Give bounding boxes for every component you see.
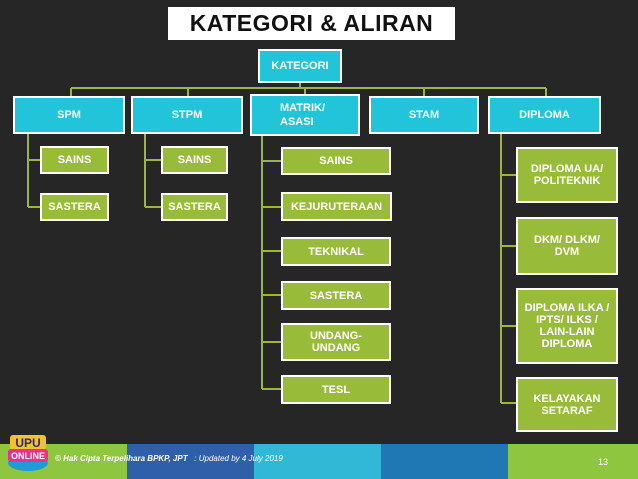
stpm-sains: SAINS: [161, 146, 228, 174]
upu-online-logo: UPU ONLINE: [6, 433, 50, 473]
diploma-ilka-ipts-ilks: DIPLOMA ILKA / IPTS/ ILKS / LAIN-LAIN DI…: [516, 288, 618, 364]
logo-text-upu: UPU: [15, 436, 40, 450]
category-stam: STAM: [369, 96, 479, 134]
diploma-kelayakan-setaraf: KELAYAKAN SETARAF: [516, 377, 618, 432]
category-diploma: DIPLOMA: [488, 96, 601, 134]
spm-sains: SAINS: [40, 146, 109, 174]
stpm-sastera: SASTERA: [161, 193, 228, 221]
connector-lines: [27, 83, 547, 404]
category-matrik-asasi: MATRIK/ ASASI: [250, 94, 360, 136]
matrik-tesl: TESL: [281, 375, 391, 404]
diploma-ua-politeknik: DIPLOMA UA/ POLITEKNIK: [516, 147, 618, 203]
category-stpm: STPM: [131, 96, 243, 134]
matrik-teknikal: TEKNIKAL: [281, 237, 391, 266]
matrik-undang-undang: UNDANG-UNDANG: [281, 323, 391, 361]
spm-sastera: SASTERA: [40, 193, 109, 221]
diploma-dkm-dlkm-dvm: DKM/ DLKM/ DVM: [516, 217, 618, 275]
page-title: KATEGORI & ALIRAN: [168, 7, 455, 40]
page-number: 13: [598, 457, 609, 467]
matrik-kejuruteraan: KEJURUTERAAN: [281, 192, 392, 221]
logo-text-online: ONLINE: [11, 451, 45, 461]
matrik-sains: SAINS: [281, 147, 391, 175]
footer-copyright-line: © Hak Cipta Terpelihara BPKP, JPT : Upda…: [55, 454, 283, 463]
category-spm: SPM: [13, 96, 125, 134]
matrik-sastera: SASTERA: [281, 281, 391, 310]
footer-copyright: © Hak Cipta Terpelihara BPKP, JPT: [55, 454, 188, 463]
footer-bar: [0, 444, 638, 479]
root-node-kategori: KATEGORI: [258, 49, 342, 83]
footer-updated: : Updated by 4 July 2019: [194, 454, 283, 463]
